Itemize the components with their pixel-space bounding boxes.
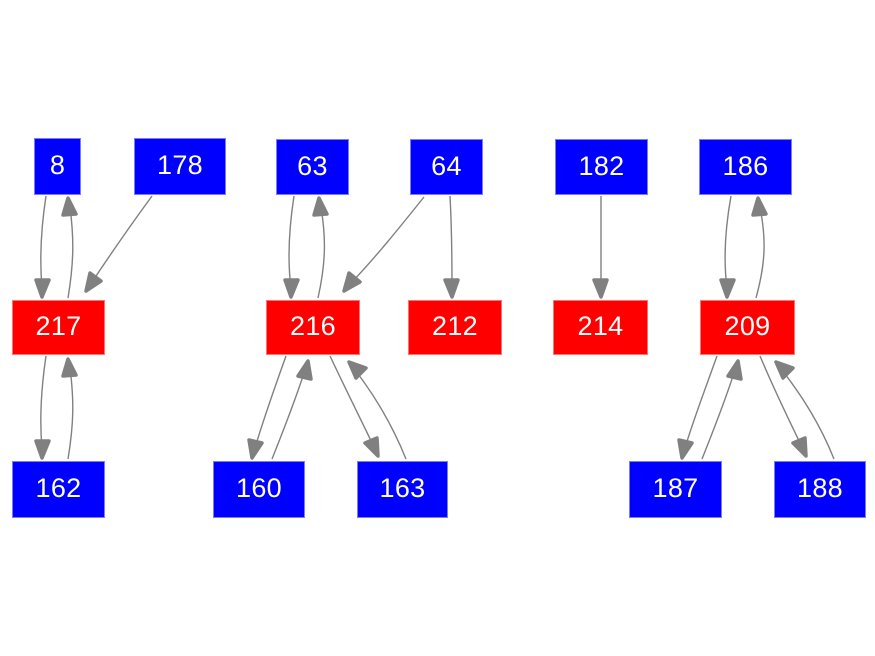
edge-line — [759, 355, 803, 448]
graph-edge — [283, 195, 300, 299]
graph-node-212[interactable]: 212 — [408, 300, 502, 355]
graph-node-label: 63 — [297, 150, 328, 181]
edge-arrowhead — [751, 196, 768, 217]
edge-arrowhead — [677, 438, 694, 460]
edge-arrowhead — [791, 436, 808, 458]
graph-node-64[interactable]: 64 — [410, 139, 483, 195]
edge-arrowhead — [34, 439, 51, 460]
graph-edge — [592, 196, 609, 299]
graph-node-178[interactable]: 178 — [134, 138, 226, 195]
graph-node-217[interactable]: 217 — [12, 300, 105, 355]
graph-node-216[interactable]: 216 — [266, 300, 360, 355]
edge-line — [67, 206, 74, 299]
edge-arrowhead — [347, 360, 368, 380]
edge-line — [67, 367, 74, 460]
graph-edge — [342, 196, 425, 293]
graph-node-186[interactable]: 186 — [699, 139, 792, 195]
edge-line — [329, 355, 375, 448]
edge-arrowhead — [726, 359, 743, 381]
graph-node-label: 217 — [35, 311, 82, 341]
graph-node-label: 182 — [578, 150, 625, 181]
edge-line — [724, 195, 732, 289]
edge-arrowhead — [312, 196, 329, 217]
graph-node-187[interactable]: 187 — [629, 461, 722, 518]
graph-node-label: 209 — [724, 311, 771, 341]
graph-node-209[interactable]: 209 — [700, 300, 795, 355]
graph-edge — [34, 355, 51, 460]
graph-edge — [751, 196, 768, 299]
graph-node-label: 187 — [652, 473, 699, 503]
edge-line — [288, 195, 295, 289]
edge-arrowhead — [363, 436, 380, 458]
graph-edge — [61, 196, 78, 299]
graph-edge — [774, 360, 835, 460]
graph-edge — [347, 360, 407, 460]
graph-node-label: 212 — [432, 311, 478, 341]
graph-node-label: 8 — [49, 150, 66, 180]
graph-edge — [443, 195, 460, 299]
edge-arrowhead — [247, 438, 264, 460]
edge-line — [354, 369, 407, 460]
graph-edge — [61, 357, 78, 460]
edge-line — [40, 355, 47, 450]
graph-edge — [312, 196, 329, 299]
graph-node-160[interactable]: 160 — [213, 461, 305, 518]
graph-edge — [329, 355, 380, 458]
graph-edge — [719, 195, 736, 299]
graph-node-label: 188 — [797, 473, 843, 503]
edge-arrowhead — [296, 359, 313, 381]
edge-line — [91, 195, 153, 283]
graph-node-label: 160 — [236, 473, 282, 503]
edge-line — [40, 195, 47, 289]
graph-edge — [271, 359, 313, 460]
graph-node-label: 214 — [577, 311, 624, 341]
edge-line — [755, 206, 765, 299]
graph-edge — [34, 195, 51, 299]
graph-node-label: 162 — [35, 473, 82, 503]
edge-arrowhead — [34, 278, 51, 299]
graph-edge — [701, 359, 743, 460]
graph-edge — [247, 355, 287, 460]
graph-edge — [759, 355, 808, 458]
edge-arrowhead — [84, 271, 103, 293]
graph-node-label: 216 — [290, 311, 336, 341]
graph-node-label: 64 — [431, 150, 462, 181]
edge-arrowhead — [719, 278, 736, 299]
graph-node-8[interactable]: 8 — [34, 138, 81, 195]
graph-node-188[interactable]: 188 — [774, 461, 866, 518]
edge-line — [350, 196, 425, 284]
graph-node-label: 178 — [157, 150, 203, 180]
edge-arrowhead — [283, 278, 300, 299]
edge-arrowhead — [592, 278, 609, 299]
graph-edge — [677, 355, 718, 460]
edge-arrowhead — [774, 360, 795, 380]
graph-node-label: 186 — [722, 150, 769, 181]
graph-node-63[interactable]: 63 — [276, 139, 349, 195]
graph-node-214[interactable]: 214 — [553, 300, 648, 355]
edge-arrowhead — [61, 196, 78, 217]
graph-node-162[interactable]: 162 — [12, 461, 105, 518]
edge-arrowhead — [342, 271, 362, 293]
edge-line — [781, 369, 835, 460]
graph-node-label: 163 — [379, 473, 426, 503]
edge-arrowhead — [443, 278, 460, 299]
graph-edge — [84, 195, 153, 293]
edge-line — [449, 195, 453, 289]
edge-arrowhead — [61, 357, 78, 378]
edge-line — [317, 206, 326, 299]
graph-node-163[interactable]: 163 — [357, 461, 448, 518]
graph-node-182[interactable]: 182 — [555, 139, 648, 195]
